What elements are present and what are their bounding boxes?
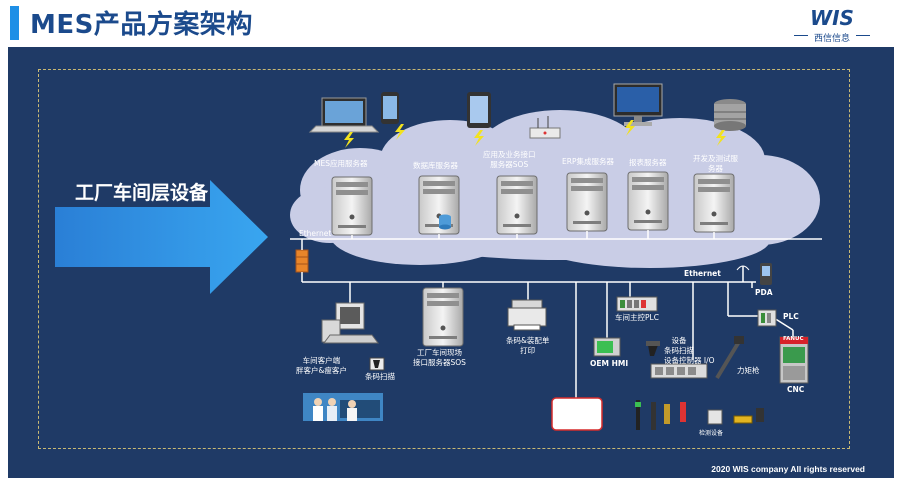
server-label-line: 应用及业务接口 服务器SOS — [483, 150, 536, 169]
phone-icon — [381, 92, 399, 124]
server-icon — [627, 171, 669, 231]
dashed-frame — [38, 69, 850, 449]
device-label: 检测设备 — [699, 430, 724, 437]
monitor-icon — [613, 83, 663, 126]
tablet-icon — [467, 92, 491, 128]
logo-line-right — [856, 35, 870, 36]
device-label: 工厂车间现场 接口服务器SOS — [413, 348, 466, 368]
pda-icon — [760, 263, 772, 285]
device-label: PLC — [783, 312, 799, 321]
device-label-line: 设备 条码扫描 — [664, 336, 694, 355]
device-label: 车间主控PLC — [615, 313, 659, 322]
device-label: OEM HMI — [590, 359, 629, 368]
device-label: 车间客户端 胖客户&瘦客户 — [296, 356, 347, 376]
company-logo: WIS 西信信息 — [792, 6, 872, 44]
barcode-scanner-icon — [369, 357, 385, 371]
cnc-icon — [779, 336, 809, 384]
antenna-icon — [736, 265, 750, 282]
device-label-line: 车间客户端 胖客户&瘦客户 — [296, 356, 347, 375]
ethernet-bottom-label: Ethernet — [684, 269, 721, 278]
device-label: 设备控制器 I/O — [664, 356, 715, 365]
server-label: MES应用服务器 — [314, 159, 368, 168]
logo-line-left — [794, 35, 808, 36]
device-label: 条码&装配单 打印 — [506, 336, 549, 356]
arrow-shape — [55, 180, 268, 294]
copyright-text: 2020 WIS company All rights reserved — [711, 464, 865, 474]
server-label: ERP集成服务器 — [562, 157, 614, 166]
server-icon — [496, 175, 538, 235]
database-icon — [714, 99, 746, 131]
blank-device-box — [551, 397, 603, 431]
workshop-plc-icon — [616, 296, 658, 312]
db-cylinder-icon — [439, 214, 451, 230]
cnc-brand: FANUC — [783, 336, 804, 342]
server-icon — [693, 173, 735, 233]
client-pc-icon — [321, 302, 379, 344]
router-icon — [529, 116, 561, 139]
server-label: 数据库服务器 — [413, 161, 458, 170]
device-label: PDA — [755, 288, 773, 297]
logo-subtitle: 西信信息 — [813, 34, 850, 44]
device-scanner-icon — [646, 341, 660, 356]
server-icon — [566, 172, 608, 232]
server-icon — [422, 287, 464, 347]
device-label-line: 条码&装配单 打印 — [506, 336, 550, 355]
device-label: 力矩枪 — [737, 366, 760, 375]
wireless-bolt-icon — [344, 132, 354, 148]
device-label: 条码扫描 — [365, 372, 395, 381]
sensor-icons — [635, 400, 764, 430]
laptop-icon — [308, 97, 380, 133]
oem-hmi-icon — [593, 337, 621, 357]
device-label: CNC — [787, 385, 805, 394]
logo-text: WIS — [810, 6, 854, 30]
server-icon — [331, 176, 373, 236]
server-label-line: 开发及测试服 务器 — [693, 154, 738, 173]
header-bar: MES产品方案架构 WIS 西信信息 — [0, 0, 900, 44]
device-label-line: 工厂车间现场 接口服务器SOS — [413, 348, 466, 367]
torque-gun-icon — [715, 336, 744, 380]
plc-icon — [757, 309, 777, 327]
firewall-icon — [295, 249, 309, 273]
printer-icon — [507, 299, 547, 331]
server-label: 应用及业务接口 服务器SOS — [483, 150, 536, 170]
ethernet-top-line — [290, 230, 822, 240]
ethernet-bottom-line — [302, 281, 794, 398]
ethernet-top-label: Ethernet — [299, 229, 332, 238]
workers-photo — [303, 393, 383, 421]
title-accent-bar — [10, 6, 19, 40]
arrow-label: 工厂车间层设备 — [75, 182, 209, 204]
device-label: 设备 条码扫描 — [664, 336, 694, 356]
server-label: 开发及测试服 务器 — [693, 154, 738, 174]
server-label: 报表服务器 — [629, 158, 667, 167]
page-title: MES产品方案架构 — [30, 10, 253, 40]
io-controller-icon — [650, 363, 708, 379]
